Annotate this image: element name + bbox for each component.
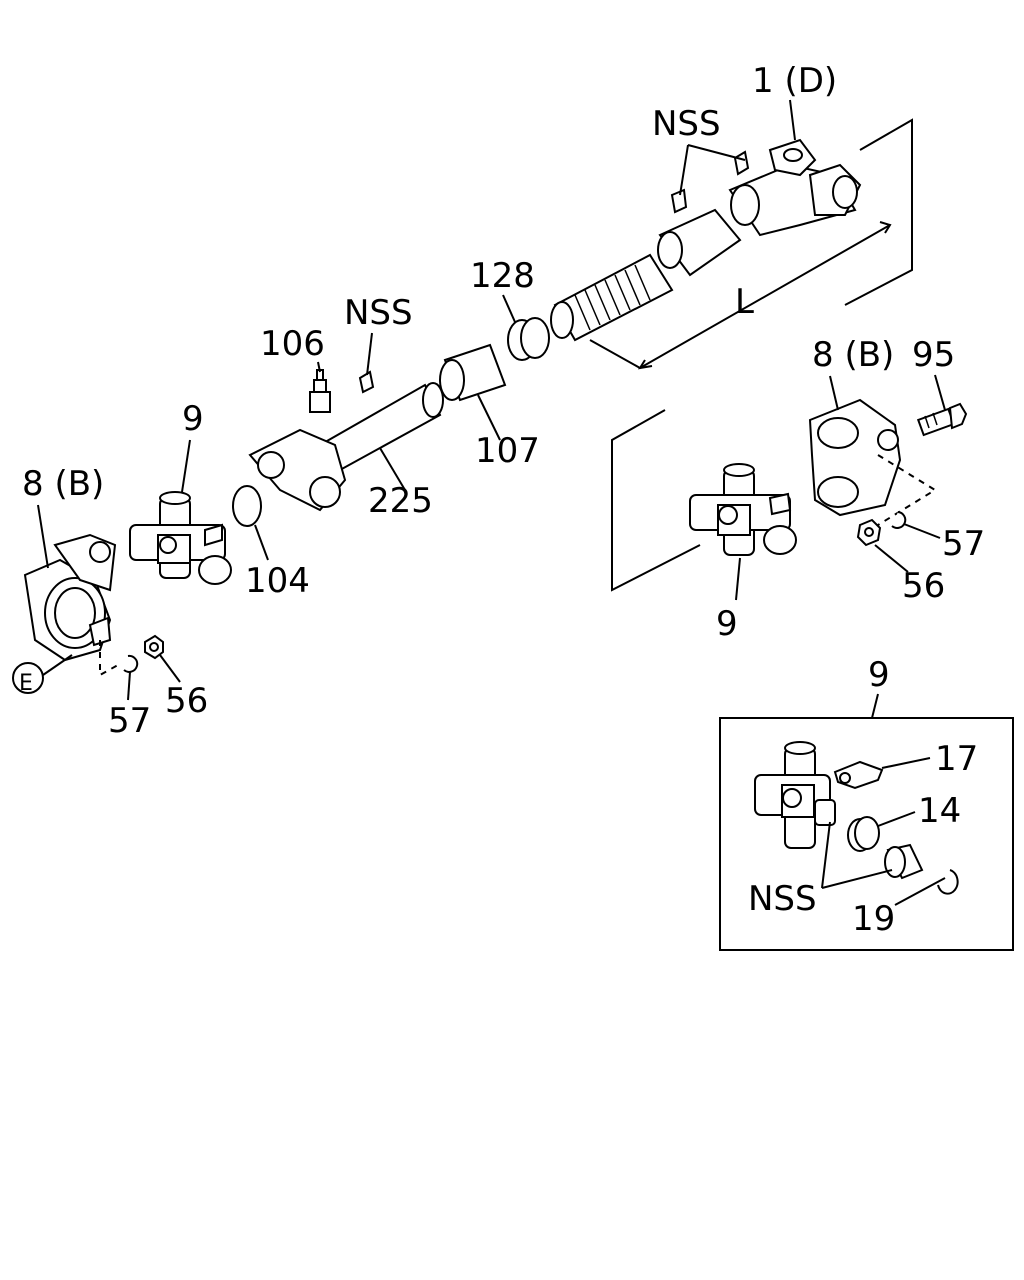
nss-clips-top: NSS [652, 104, 750, 214]
lock-washer-57-right [891, 511, 907, 529]
nss-label-mid: NSS [344, 293, 413, 333]
nss-label-top: NSS [652, 104, 721, 144]
flange-yoke-left [23, 533, 117, 662]
part-label-9-detail: 9 [868, 655, 890, 695]
nut-56-right [856, 518, 882, 547]
part-label-107: 107 [475, 431, 540, 471]
part-label-95: 95 [912, 335, 955, 375]
part-label-9-left: 9 [182, 399, 204, 439]
ring-128 [507, 317, 550, 361]
grease-fitting-17 [833, 760, 884, 790]
tube-yoke-225 [248, 382, 444, 512]
sleeve-107 [439, 343, 507, 402]
lock-washer-57-left [123, 654, 139, 673]
part-label-19: 19 [852, 899, 895, 939]
nss-label-detail: NSS [748, 879, 817, 919]
universal-joint-detail [754, 741, 836, 849]
part-label-56-right: 56 [902, 566, 945, 606]
bolt-95 [916, 402, 968, 437]
detail-box [719, 717, 1014, 951]
part-label-9-right: 9 [716, 604, 738, 644]
universal-joint-right [689, 463, 797, 556]
l-dimension-label: L [735, 282, 754, 322]
snap-ring-19 [937, 869, 959, 895]
part-label-57-right: 57 [942, 524, 985, 564]
reference-marker-e: E [12, 654, 73, 696]
length-dimension: L [589, 118, 913, 370]
part-label-56-left: 56 [165, 681, 208, 721]
part-label-17: 17 [935, 739, 978, 779]
part-label-8b-right: 8 (B) [812, 335, 894, 375]
e-marker-label: E [19, 671, 33, 696]
right-group-bracket [611, 409, 701, 592]
nut-56-left [144, 634, 164, 660]
part-label-14: 14 [918, 791, 961, 831]
universal-joint-left [129, 491, 232, 585]
part-label-8b-left: 8 (B) [22, 464, 104, 504]
part-label-1-d: 1 (D) [752, 61, 837, 101]
part-label-225: 225 [368, 481, 433, 521]
grease-fitting-106 [309, 369, 331, 413]
part-label-128: 128 [470, 256, 535, 296]
seal-14 [847, 816, 880, 852]
part-label-106: 106 [260, 324, 325, 364]
bearing-cup [884, 843, 924, 880]
part-label-104: 104 [245, 561, 310, 601]
slip-yoke-assembly [550, 138, 862, 342]
flange-yoke-right [808, 398, 902, 517]
part-label-57-left: 57 [108, 701, 151, 741]
o-ring-104 [232, 485, 262, 527]
